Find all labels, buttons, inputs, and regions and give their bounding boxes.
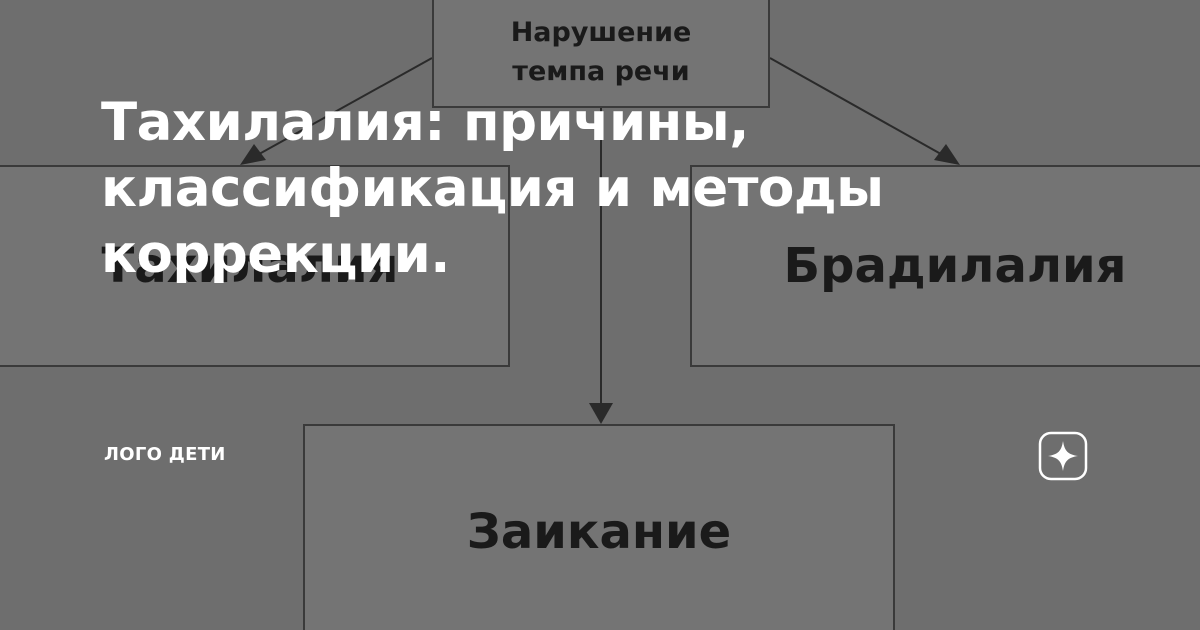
diagram-box-bottom-label: Заикание (466, 504, 732, 560)
star-sparkle-icon (1038, 431, 1088, 481)
article-title[interactable]: Тахилалия: причины, классификация и мето… (101, 92, 884, 285)
diagram-box-top-line2: темпа речи (512, 56, 690, 87)
diagram-box-left-label: Тахилалия (101, 238, 399, 294)
diagram-box-speech-tempo: Нарушение темпа речи (432, 0, 770, 108)
arrow-head-right (934, 144, 960, 165)
diagram-box-stuttering: Заикание (303, 424, 895, 630)
arrow-head-left (240, 144, 266, 165)
arrow-to-right-box (769, 57, 949, 159)
diagram-box-tachylalia: Тахилалия (0, 165, 510, 367)
channel-name[interactable]: ЛОГО ДЕТИ (104, 444, 226, 465)
diagram-box-right-label: Брадилалия (783, 238, 1127, 294)
diagram-box-bradylalia: Брадилалия (690, 165, 1200, 367)
arrow-head-down (589, 403, 613, 424)
arrow-to-left-box (251, 57, 433, 159)
diagram-box-top-line1: Нарушение (510, 16, 692, 48)
